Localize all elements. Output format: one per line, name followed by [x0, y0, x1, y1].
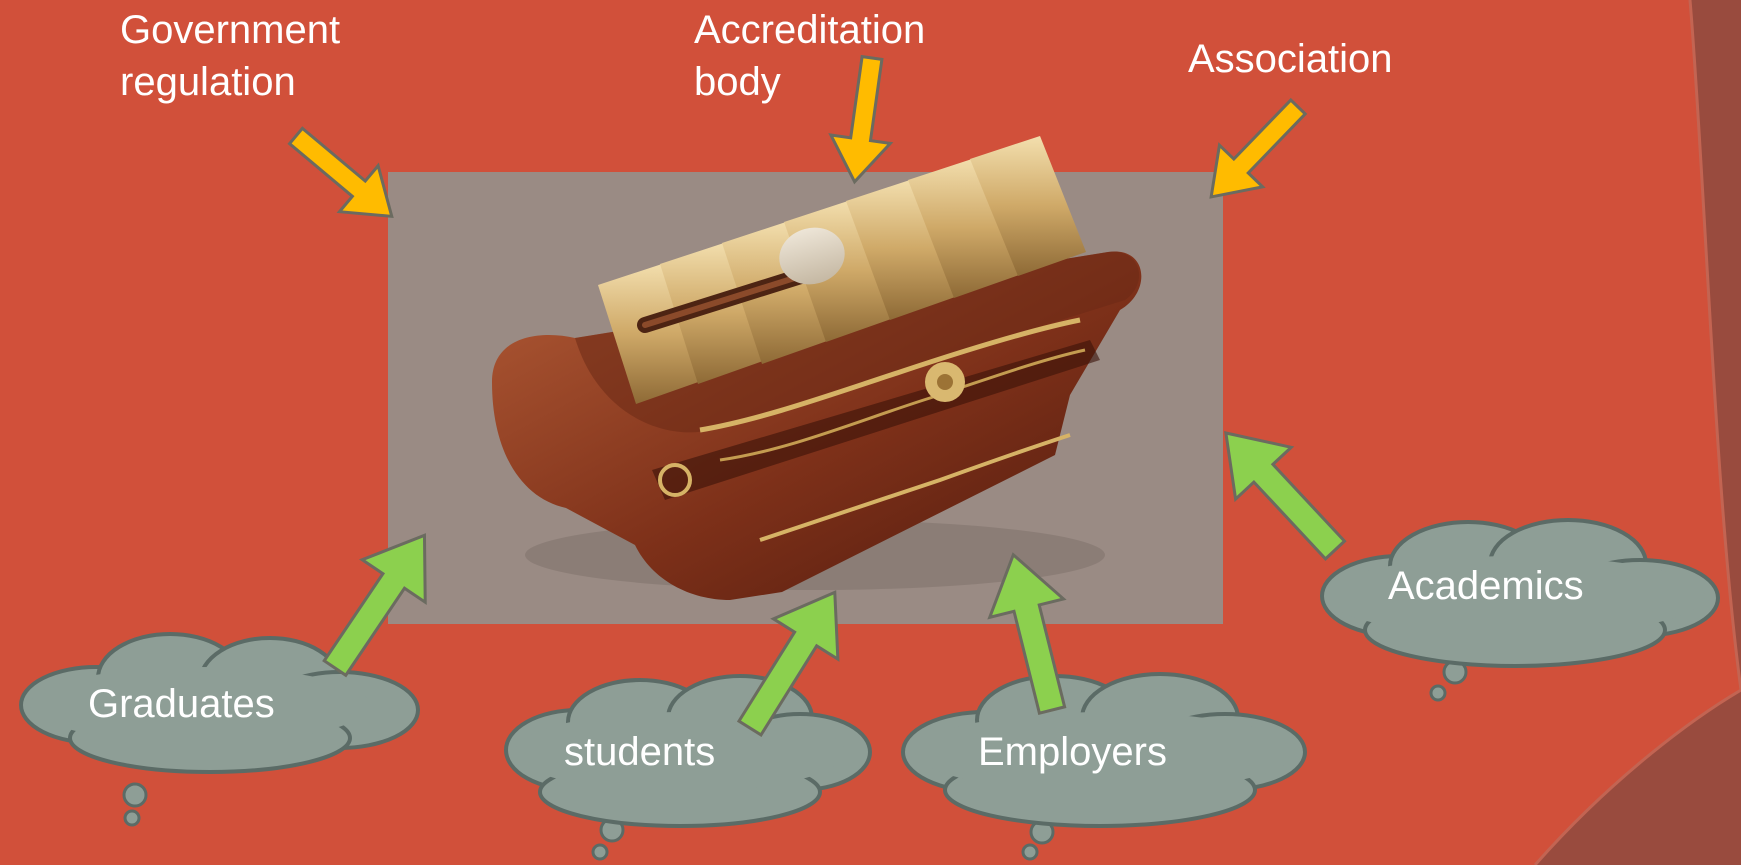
background-swoosh — [1533, 0, 1741, 865]
label-association: Association — [1188, 37, 1393, 81]
cloud-employers — [901, 672, 1307, 861]
cloud-graduates — [19, 632, 420, 827]
cloud-label-graduates: Graduates — [88, 682, 275, 726]
arrow-employers — [987, 552, 1067, 715]
cloud-label-academics: Academics — [1388, 564, 1584, 608]
arrow-association — [1209, 97, 1308, 199]
cloud-label-employers: Employers — [978, 730, 1167, 774]
label-government-regulation: Government regulation — [120, 8, 341, 104]
label-accreditation-body: Accreditation body — [694, 8, 926, 104]
cloud-label-students: students — [564, 730, 716, 774]
arrow-accreditation — [828, 54, 894, 185]
arrow-government — [287, 126, 394, 219]
arrow-academics — [1224, 431, 1347, 561]
cloud-academics — [1320, 518, 1720, 702]
arrow-graduates — [322, 533, 427, 678]
gamelan-image — [492, 136, 1142, 600]
arrow-students — [736, 590, 840, 737]
